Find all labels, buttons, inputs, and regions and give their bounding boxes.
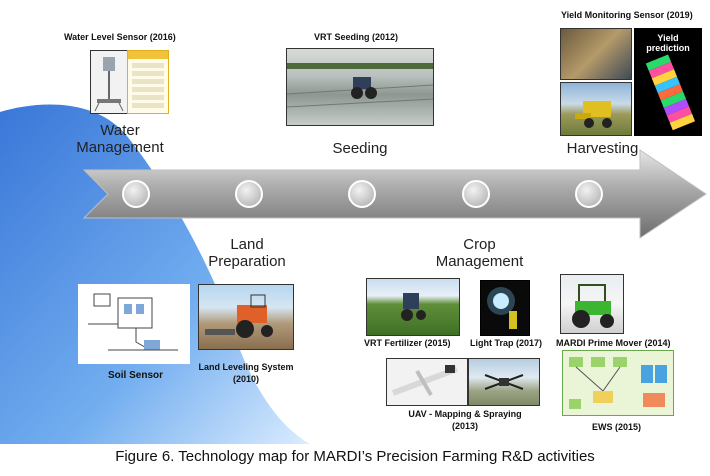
label-soil-sensor: Soil Sensor xyxy=(108,370,164,381)
uav-multirotor-photo xyxy=(468,358,540,406)
yield-operator-photo xyxy=(560,28,632,80)
vrt-fertilizer-photo xyxy=(366,278,460,336)
timeline-arrow xyxy=(82,149,707,239)
stage-land-line1: Land xyxy=(230,236,264,253)
ews-diagram-image xyxy=(562,350,674,416)
green-tractor-icon xyxy=(572,284,614,328)
light-trap-photo xyxy=(480,280,530,336)
ews-network-icon xyxy=(569,357,667,409)
soil-sensor-diagram-icon xyxy=(88,293,178,351)
phone-app-icon xyxy=(128,51,168,108)
stage-water-management: Water Management xyxy=(70,122,170,156)
fertilizer-tractor-icon xyxy=(401,293,426,321)
stage-harvesting: Harvesting xyxy=(566,140,639,157)
timeline-node-1 xyxy=(122,180,150,208)
water-sensor-device-image xyxy=(90,50,128,114)
stage-land-preparation: Land Preparation xyxy=(192,236,302,270)
uav-fixed-wing-photo xyxy=(386,358,468,406)
multirotor-drone-icon xyxy=(484,374,524,390)
stage-crop-line1: Crop xyxy=(463,236,496,253)
yield-heatmap-graphic xyxy=(645,54,696,131)
stage-water-line2: Management xyxy=(76,139,164,156)
stage-seeding: Seeding xyxy=(332,140,388,157)
timeline-node-5 xyxy=(575,180,603,208)
label-prime-mover: MARDI Prime Mover (2014) xyxy=(556,338,671,348)
timeline-node-4 xyxy=(462,180,490,208)
label-land-leveling-line1: Land Leveling System xyxy=(198,362,294,372)
label-land-leveling-line2: (2010) xyxy=(232,374,259,384)
label-uav-line2: (2013) xyxy=(451,421,478,431)
yield-prediction-map: Yield prediction xyxy=(634,28,702,136)
yield-harvester-photo xyxy=(560,82,632,136)
blue-backdrop-shape xyxy=(0,104,310,445)
label-uav-line1: UAV - Mapping & Spraying xyxy=(408,409,522,419)
label-ews: EWS (2015) xyxy=(592,422,642,432)
prime-mover-photo xyxy=(560,274,624,334)
label-uav: UAV - Mapping & Spraying (2013) xyxy=(400,408,530,432)
soil-sensor-schematic xyxy=(78,284,190,364)
water-sensor-phone-image xyxy=(127,50,169,114)
yield-prediction-text: Yield prediction xyxy=(635,33,701,53)
water-sensor-icon xyxy=(94,57,124,112)
stage-land-line2: Preparation xyxy=(208,253,286,270)
timeline-node-2 xyxy=(235,180,263,208)
label-vrt-seeding: VRT Seeding (2012) xyxy=(314,32,399,42)
tractor-in-paddy-icon xyxy=(287,63,433,108)
stage-water-line1: Water xyxy=(100,122,140,139)
land-leveling-photo xyxy=(198,284,294,350)
timeline-node-3 xyxy=(348,180,376,208)
figure-caption: Figure 6. Technology map for MARDI’s Pre… xyxy=(115,448,595,465)
stage-crop-line2: Management xyxy=(435,253,524,270)
label-yield-monitoring: Yield Monitoring Sensor (2019) xyxy=(561,10,693,20)
orange-tractor-icon xyxy=(205,294,273,338)
harvester-icon xyxy=(575,101,612,128)
yield-prediction-line1: Yield xyxy=(657,33,679,43)
label-light-trap: Light Trap (2017) xyxy=(470,338,543,348)
label-vrt-fertilizer: VRT Fertilizer (2015) xyxy=(364,338,451,348)
stage-crop-management: Crop Management xyxy=(422,236,537,270)
label-water-level-sensor: Water Level Sensor (2016) xyxy=(64,32,176,42)
light-trap-icon xyxy=(487,287,517,329)
fixed-wing-drone-icon xyxy=(391,365,459,397)
label-land-leveling: Land Leveling System (2010) xyxy=(196,361,296,385)
yield-prediction-line2: prediction xyxy=(646,43,690,53)
vrt-seeding-photo xyxy=(286,48,434,126)
